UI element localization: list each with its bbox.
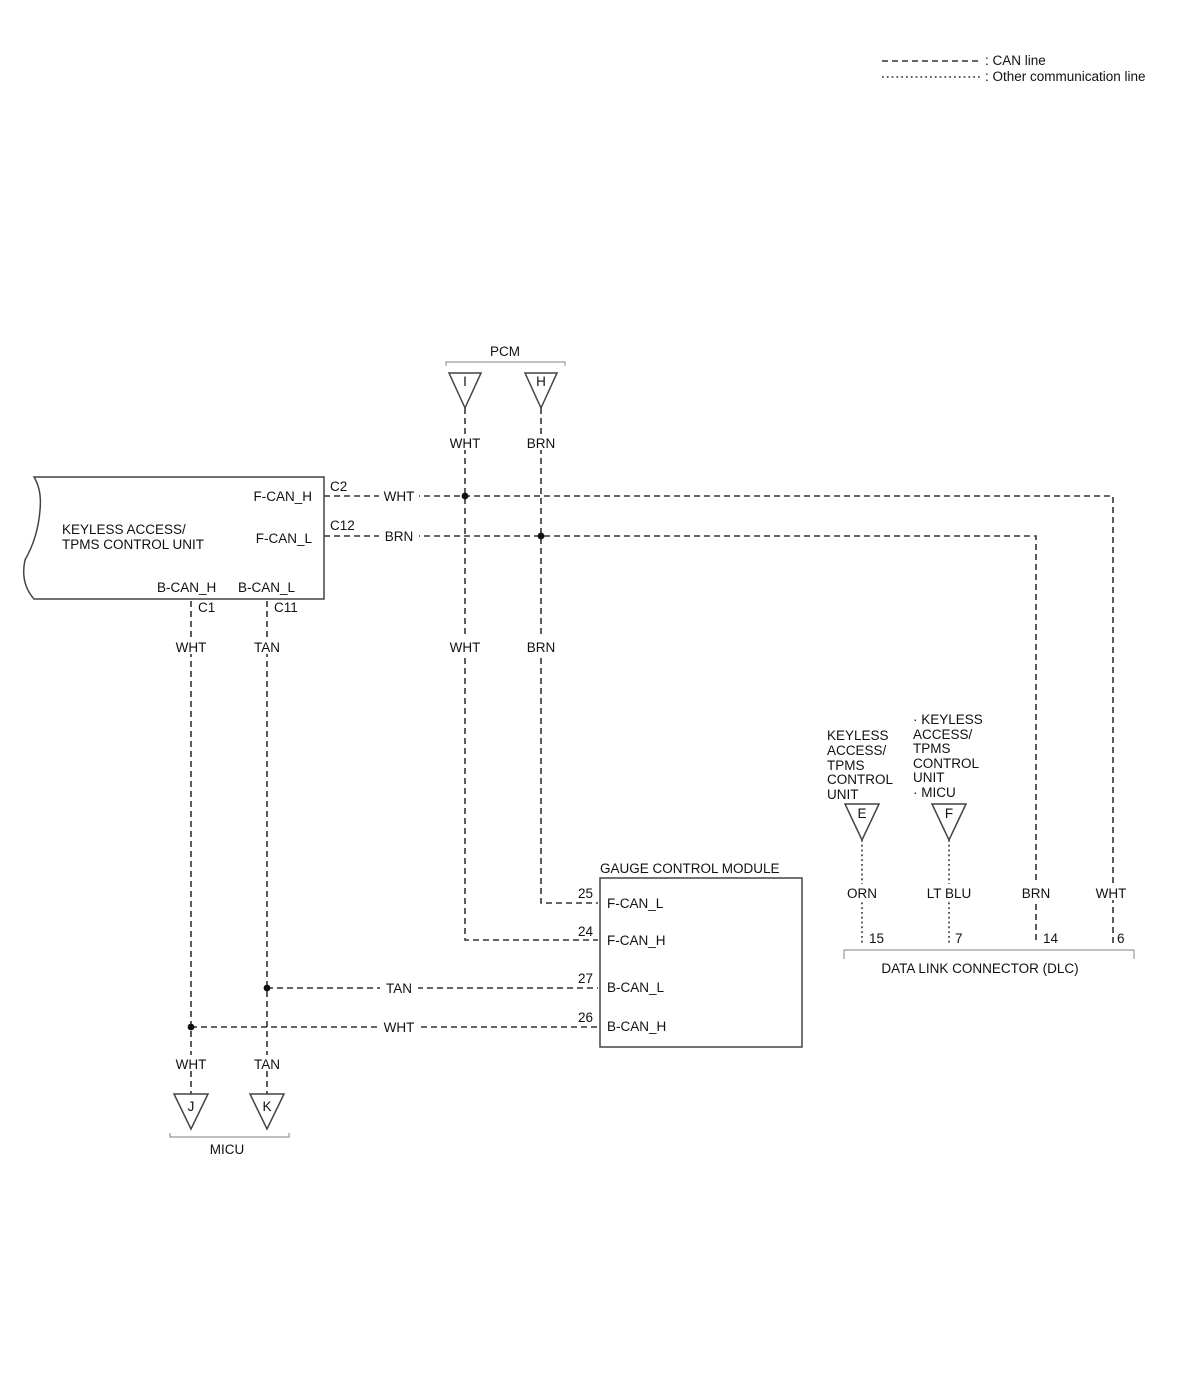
conn-f-desc: UNIT	[913, 770, 945, 785]
pin-c1: C1	[198, 600, 215, 615]
connector-e-icon	[843, 803, 881, 842]
wire-label-wht: WHT	[176, 640, 207, 655]
keyless-fcan-l-label: F-CAN_L	[256, 531, 313, 546]
connector-j-icon	[172, 1093, 210, 1131]
micu-connectors: J K MICU	[169, 1093, 290, 1157]
legend-can-label: : CAN line	[985, 53, 1046, 68]
conn-f-desc: ACCESS/	[913, 727, 973, 742]
pcm-label: PCM	[490, 344, 520, 359]
gauge-pin-number: 27	[578, 971, 593, 986]
micu-bracket	[169, 1133, 290, 1138]
gauge-pin-number: 26	[578, 1010, 593, 1025]
wire-label-wht: WHT	[450, 640, 481, 655]
wire-label-brn: BRN	[385, 529, 414, 544]
conn-f-desc: · MICU	[913, 785, 956, 800]
wire-label-tan: TAN	[254, 640, 280, 655]
connector-f-letter: F	[945, 806, 953, 821]
connector-f-icon	[930, 803, 968, 842]
connector-h-icon	[523, 372, 559, 410]
legend: : CAN line : Other communication line	[882, 53, 1146, 84]
conn-f-desc: TPMS	[913, 741, 951, 756]
dlc-wire-label: ORN	[847, 886, 877, 901]
dlc-wire-label: LT BLU	[927, 886, 972, 901]
dlc-wire-label: BRN	[1022, 886, 1051, 901]
connector-h-letter: H	[536, 374, 546, 389]
wire-pcm-h-brn	[540, 408, 598, 904]
pcm-connectors: PCM I H	[445, 344, 566, 410]
micu-label: MICU	[210, 1142, 245, 1157]
conn-e-desc: KEYLESS	[827, 728, 889, 743]
wire-labels: WHT BRN WHT BRN WHT BRN WHT TAN TAN WHT …	[173, 434, 559, 1072]
keyless-control-unit: KEYLESS ACCESS/ TPMS CONTROL UNIT F-CAN_…	[22, 476, 355, 615]
wire-label-wht: WHT	[176, 1057, 207, 1072]
keyless-unit-name-line1: KEYLESS ACCESS/	[62, 522, 186, 537]
gauge-pin-signal: F-CAN_H	[607, 933, 666, 948]
dlc-pin-number: 7	[955, 931, 963, 946]
conn-e-desc: UNIT	[827, 787, 859, 802]
junction-dot	[461, 492, 469, 500]
other-wires	[861, 840, 950, 944]
conn-e-desc: ACCESS/	[827, 743, 887, 758]
dlc-pin-number: 6	[1117, 931, 1125, 946]
wire-label-tan: TAN	[254, 1057, 280, 1072]
connector-k-letter: K	[262, 1099, 271, 1114]
gauge-pin-signal: B-CAN_L	[607, 980, 665, 995]
junction-dot	[263, 984, 271, 992]
wire-pcm-i-wht	[464, 408, 598, 941]
connector-k-icon	[248, 1093, 286, 1131]
conn-f-desc: · KEYLESS	[913, 712, 983, 727]
junctions	[187, 492, 545, 1031]
connector-e-letter: E	[857, 806, 866, 821]
keyless-bcan-h-label: B-CAN_H	[157, 580, 216, 595]
gauge-control-module: GAUGE CONTROL MODULE 25 F-CAN_L 24 F-CAN…	[578, 861, 803, 1048]
dlc-wire-label: WHT	[1096, 886, 1127, 901]
junction-dot	[187, 1023, 195, 1031]
wire-fcan-l-brn	[324, 535, 1037, 944]
dlc-bracket	[843, 949, 1135, 959]
wire-label-tan: TAN	[386, 981, 412, 996]
keyless-unit-box	[22, 476, 325, 600]
pcm-bracket	[445, 361, 566, 366]
wire-label-wht: WHT	[384, 1020, 415, 1035]
junction-dot	[537, 532, 545, 540]
gauge-pin-signal: F-CAN_L	[607, 896, 664, 911]
connector-i-icon	[447, 372, 483, 410]
conn-e-desc: CONTROL	[827, 772, 893, 787]
pin-c12: C12	[330, 518, 355, 533]
wire-label-brn: BRN	[527, 640, 556, 655]
keyless-unit-name-line2: TPMS CONTROL UNIT	[62, 537, 204, 552]
gauge-module-box	[599, 877, 803, 1048]
connector-i-letter: I	[463, 374, 467, 389]
gauge-module-label: GAUGE CONTROL MODULE	[600, 861, 780, 876]
gauge-pin-number: 25	[578, 886, 593, 901]
dlc-label: DATA LINK CONNECTOR (DLC)	[881, 961, 1078, 976]
pin-c11: C11	[274, 600, 298, 615]
data-link-connector: KEYLESS ACCESS/ TPMS CONTROL UNIT E · KE…	[827, 712, 1135, 976]
wire-label-brn: BRN	[527, 436, 556, 451]
connector-j-letter: J	[188, 1099, 195, 1114]
conn-e-desc: TPMS	[827, 758, 865, 773]
keyless-fcan-h-label: F-CAN_H	[253, 489, 312, 504]
wire-fcan-h-wht	[324, 495, 1114, 944]
legend-other-label: : Other communication line	[985, 69, 1146, 84]
wire-label-wht: WHT	[384, 489, 415, 504]
keyless-bcan-l-label: B-CAN_L	[238, 580, 296, 595]
pin-c2: C2	[330, 479, 347, 494]
gauge-pin-number: 24	[578, 924, 594, 939]
dlc-pin-number: 15	[869, 931, 884, 946]
gauge-pin-signal: B-CAN_H	[607, 1019, 666, 1034]
conn-f-desc: CONTROL	[913, 756, 979, 771]
wire-label-wht: WHT	[450, 436, 481, 451]
dlc-pin-number: 14	[1043, 931, 1059, 946]
